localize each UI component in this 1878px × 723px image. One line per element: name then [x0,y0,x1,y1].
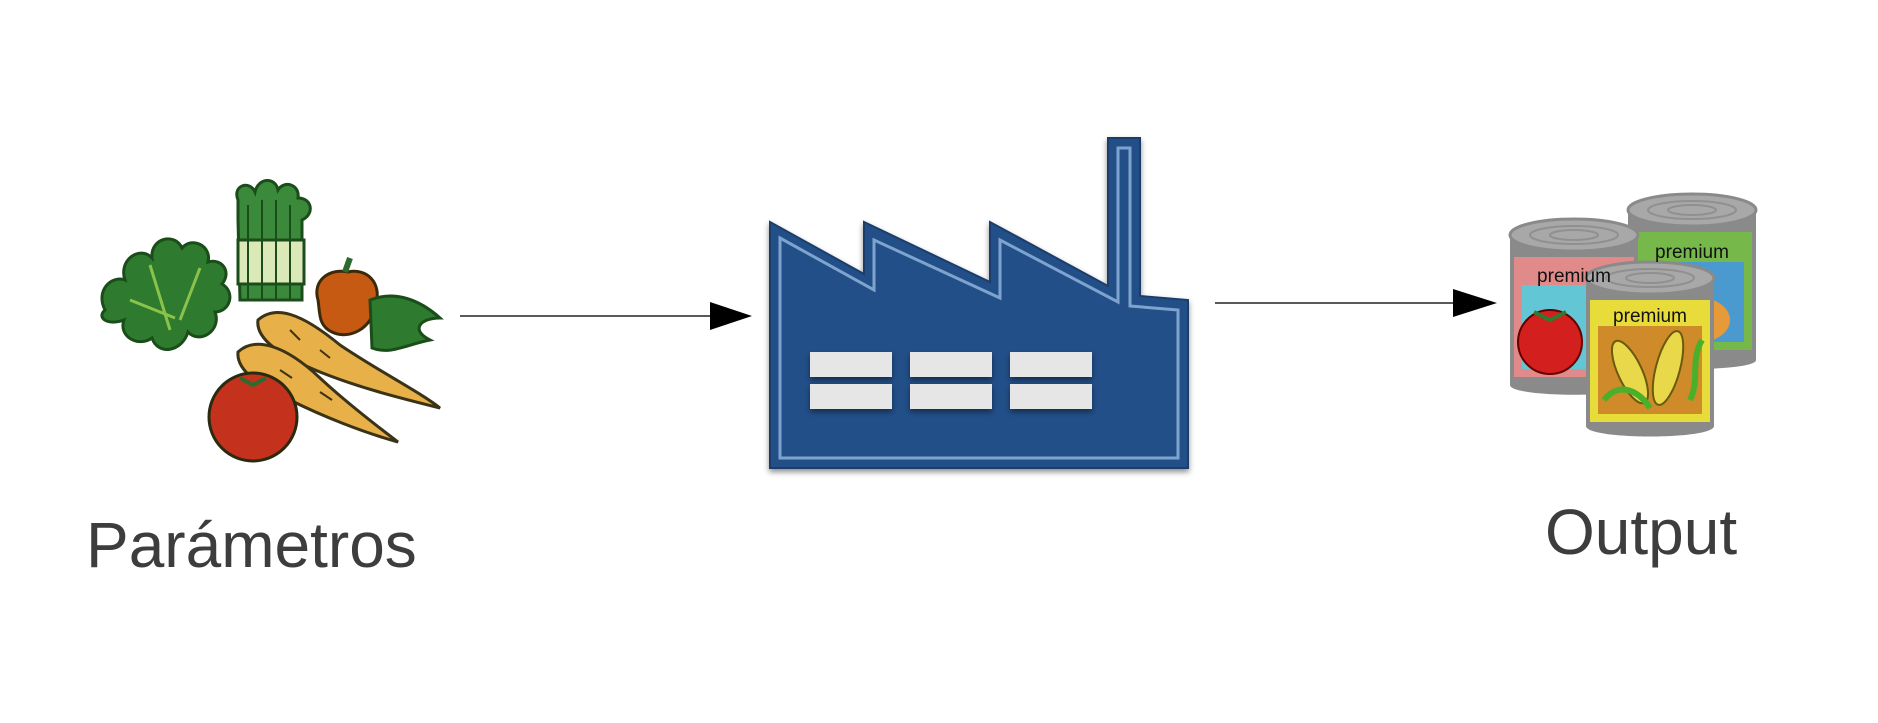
factory-icon [769,137,1189,469]
can-label-left: premium [1537,266,1611,287]
arrow-input-to-process [460,302,752,330]
can-front [1584,260,1716,437]
output-label: Output [1545,496,1738,568]
can-label-back: premium [1655,242,1729,263]
input-label: Parámetros [86,509,417,581]
vegetables-icon [100,179,444,463]
arrow-process-to-output [1215,289,1497,317]
canned-food-icon: premium premium premium [1508,192,1758,437]
can-label-front: premium [1613,306,1687,327]
